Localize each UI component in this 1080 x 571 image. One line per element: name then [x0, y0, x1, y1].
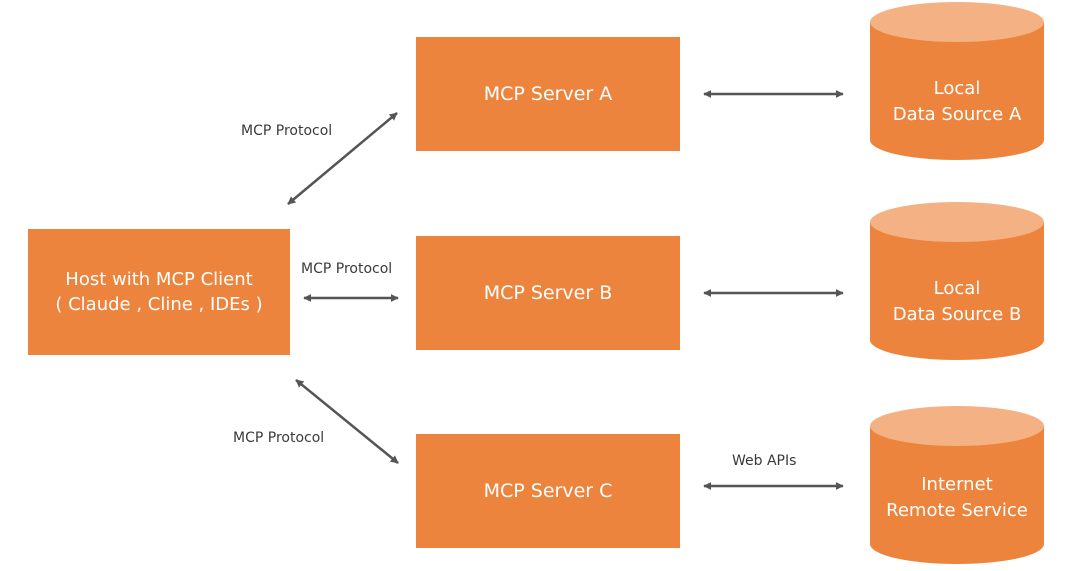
edge-label-host-a: MCP Protocol [241, 123, 333, 139]
arrow-host-server-a [287, 112, 398, 205]
cylinder-data-source-a [870, 2, 1044, 160]
cylinder-remote-service [870, 406, 1044, 564]
remote-service-label: Internet Remote Service [862, 458, 1052, 538]
source-a-label: Local Data Source A [870, 62, 1044, 142]
server-b-label: MCP Server B [483, 282, 613, 304]
server-c-box: MCP Server C [416, 434, 680, 548]
host-subtitle: ( Claude , Cline , IDEs ) [55, 294, 263, 315]
source-b-label: Local Data Source B [870, 262, 1044, 342]
source-b-line1: Local [933, 278, 981, 299]
edge-label-host-c: MCP Protocol [233, 430, 325, 446]
server-a-label: MCP Server A [483, 83, 613, 105]
edge-label-host-b: MCP Protocol [301, 261, 393, 277]
server-b-box: MCP Server B [416, 236, 680, 350]
source-a-line1: Local [933, 78, 981, 99]
remote-line1: Internet [921, 474, 993, 495]
source-a-line2: Data Source A [892, 104, 1022, 125]
edge-label-web-apis: Web APIs [732, 453, 797, 469]
arrow-host-server-c [295, 379, 399, 464]
source-b-line2: Data Source B [892, 304, 1022, 325]
server-a-box: MCP Server A [416, 37, 680, 151]
host-box: Host with MCP Client ( Claude , Cline , … [28, 229, 290, 355]
host-title: Host with MCP Client [65, 269, 253, 290]
remote-line2: Remote Service [886, 500, 1028, 521]
cylinder-data-source-b [870, 202, 1044, 360]
server-c-label: MCP Server C [483, 480, 613, 502]
